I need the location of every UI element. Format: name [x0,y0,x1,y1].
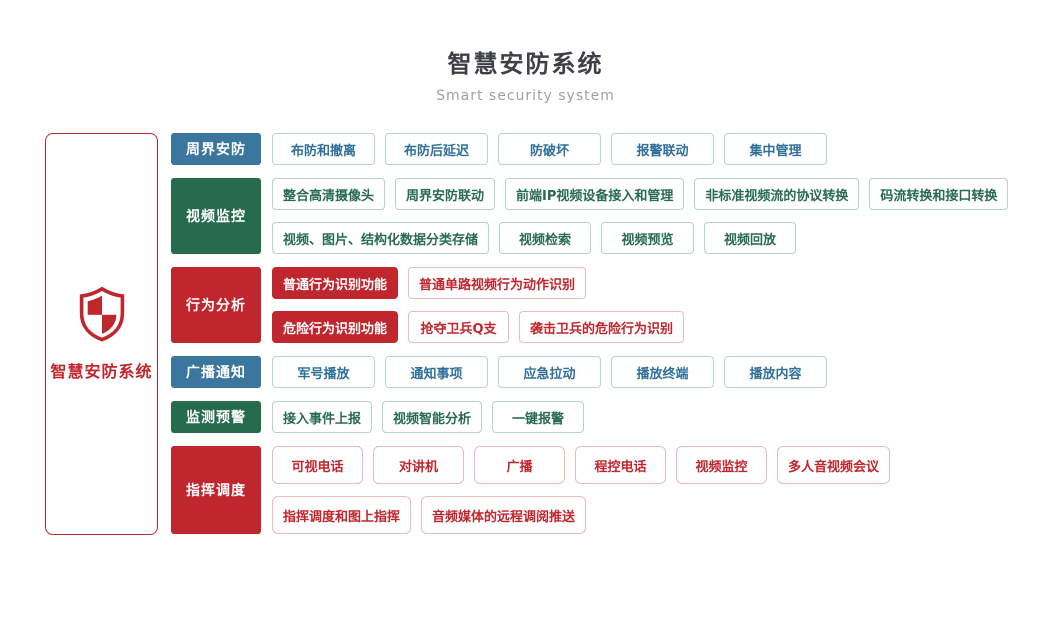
feature-button: 普通单路视频行为动作识别 [408,267,587,299]
feature-button: 广播 [474,446,565,484]
group-label-video-surveillance: 视频监控 [171,178,261,254]
feature-row: 危险行为识别功能 抢夺卫兵Q支 袭击卫兵的危险行为识别 [272,311,685,343]
feature-button: 布防后延迟 [385,133,488,165]
feature-row: 军号播放 通知事项 应急拉动 播放终端 播放内容 [272,356,827,388]
group-perimeter-security: 周界安防 布防和撤离 布防后延迟 防破坏 报警联动 集中管理 [171,133,1008,165]
system-root-card: 智慧安防系统 [45,133,158,535]
feature-button: 周界安防联动 [395,178,496,210]
group-monitoring-warning: 监测预警 接入事件上报 视频智能分析 一键报警 [171,401,1008,433]
feature-button: 防破坏 [498,133,601,165]
feature-button: 视频智能分析 [382,401,483,433]
diagram-content: 智慧安防系统 周界安防 布防和撤离 布防后延迟 防破坏 报警联动 集中管理 [45,133,1051,535]
feature-button: 接入事件上报 [272,401,373,433]
feature-button: 程控电话 [575,446,666,484]
feature-button: 视频、图片、结构化数据分类存储 [272,222,490,254]
feature-button: 布防和撤离 [272,133,375,165]
page-header: 智慧安防系统 Smart security system [0,0,1051,104]
feature-button: 整合高清摄像头 [272,178,386,210]
group-label-broadcast-notification: 广播通知 [171,356,261,388]
feature-button: 码流转换和接口转换 [869,178,1009,210]
feature-row: 可视电话 对讲机 广播 程控电话 视频监控 多人音视频会议 [272,446,891,484]
feature-button: 非标准视频流的协议转换 [694,178,860,210]
feature-button: 前端IP视频设备接入和管理 [505,178,685,210]
feature-button: 指挥调度和图上指挥 [272,496,412,534]
feature-button: 危险行为识别功能 [272,311,399,343]
feature-button: 音频媒体的远程调阅推送 [421,496,587,534]
feature-button: 播放内容 [724,356,827,388]
feature-button: 袭击卫兵的危险行为识别 [519,311,685,343]
feature-button: 通知事项 [385,356,488,388]
feature-button: 集中管理 [724,133,827,165]
feature-button: 可视电话 [272,446,363,484]
feature-groups: 周界安防 布防和撤离 布防后延迟 防破坏 报警联动 集中管理 视频监控 整合 [171,133,1009,535]
feature-row: 整合高清摄像头 周界安防联动 前端IP视频设备接入和管理 非标准视频流的协议转换… [272,178,1009,210]
feature-button: 播放终端 [611,356,714,388]
feature-button: 视频监控 [676,446,767,484]
group-label-behavior-analysis: 行为分析 [171,267,261,343]
feature-row: 普通行为识别功能 普通单路视频行为动作识别 [272,267,684,299]
feature-row: 视频、图片、结构化数据分类存储 视频检索 视频预览 视频回放 [272,222,1008,254]
group-label-command-dispatch: 指挥调度 [171,446,261,534]
feature-row: 指挥调度和图上指挥 音频媒体的远程调阅推送 [272,496,890,534]
page-subtitle: Smart security system [436,88,615,104]
feature-button: 多人音视频会议 [777,446,891,484]
feature-button: 一键报警 [492,401,585,433]
feature-button: 报警联动 [611,133,714,165]
feature-button: 应急拉动 [498,356,601,388]
group-command-dispatch: 指挥调度 可视电话 对讲机 广播 程控电话 视频监控 多人音视频会议 指挥调度和… [171,446,1008,534]
system-root-label: 智慧安防系统 [50,362,153,381]
feature-button: 军号播放 [272,356,375,388]
shield-checkered-icon [76,286,128,346]
page-title: 智慧安防系统 [447,50,604,78]
group-label-perimeter-security: 周界安防 [171,133,261,165]
feature-button: 抢夺卫兵Q支 [408,311,510,343]
feature-button: 视频预览 [601,222,695,254]
group-video-surveillance: 视频监控 整合高清摄像头 周界安防联动 前端IP视频设备接入和管理 非标准视频流… [171,178,1009,254]
group-broadcast-notification: 广播通知 军号播放 通知事项 应急拉动 播放终端 播放内容 [171,356,1008,388]
group-label-monitoring-warning: 监测预警 [171,401,261,433]
feature-row: 布防和撤离 布防后延迟 防破坏 报警联动 集中管理 [272,133,827,165]
feature-button: 视频回放 [704,222,797,254]
group-behavior-analysis: 行为分析 普通行为识别功能 普通单路视频行为动作识别 危险行为识别功能 抢夺卫兵… [171,267,1008,343]
feature-button: 普通行为识别功能 [272,267,399,299]
feature-button: 对讲机 [373,446,464,484]
feature-button: 视频检索 [499,222,592,254]
feature-row: 接入事件上报 视频智能分析 一键报警 [272,401,585,433]
